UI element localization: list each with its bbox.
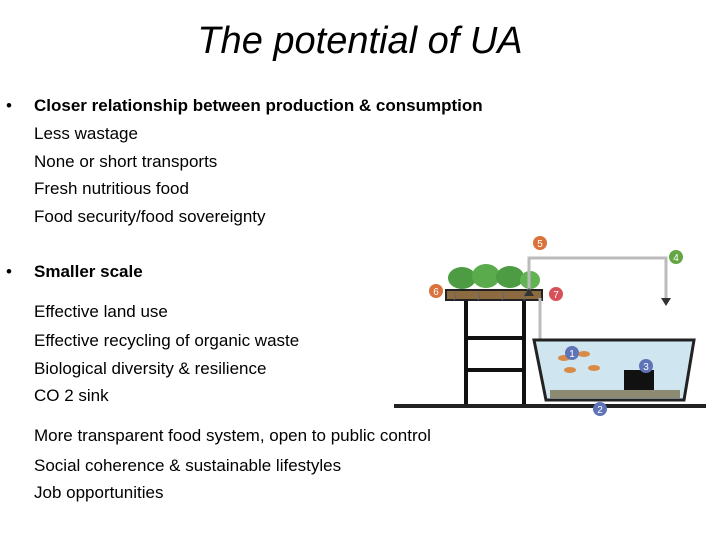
bullet-item: None or short transports xyxy=(34,152,218,171)
pipe-arrows xyxy=(524,288,671,306)
marker-1: 1 xyxy=(565,346,579,360)
slide-title: The potential of UA xyxy=(197,20,523,62)
marker-7: 7 xyxy=(549,287,563,301)
bullet-item: Effective recycling of organic waste xyxy=(34,331,300,350)
bullet-item: More transparent food system, open to pu… xyxy=(34,426,431,445)
bullet-item: Effective land use xyxy=(34,302,168,321)
marker-label: 6 xyxy=(433,287,439,298)
bullet-heading-1: Closer relationship between production &… xyxy=(34,96,483,115)
bullet-marker-1: • xyxy=(6,96,12,115)
marker-2: 2 xyxy=(593,402,607,416)
ground-line xyxy=(394,404,706,408)
marker-label: 2 xyxy=(597,405,603,416)
tank-sediment xyxy=(550,390,680,398)
bullet-item: Job opportunities xyxy=(34,483,164,502)
marker-5: 5 xyxy=(533,236,547,250)
marker-label: 1 xyxy=(569,349,575,360)
aquaponics-diagram: 1 2 3 4 5 6 7 xyxy=(394,236,706,416)
water-pipe xyxy=(527,256,668,340)
roots xyxy=(453,291,526,301)
bullet-item: Food security/food sovereignty xyxy=(34,207,266,226)
bullet-marker-2: • xyxy=(6,262,12,281)
fish xyxy=(558,351,600,373)
grow-bed-stand xyxy=(464,298,526,404)
bullet-item: Less wastage xyxy=(34,124,138,143)
pump xyxy=(624,370,654,390)
bullet-item: Social coherence & sustainable lifestyle… xyxy=(34,456,342,475)
bullet-item: Fresh nutritious food xyxy=(34,179,189,198)
marker-label: 7 xyxy=(553,290,559,301)
bullet-heading-2: Smaller scale xyxy=(34,262,143,281)
marker-3: 3 xyxy=(639,359,653,373)
marker-4: 4 xyxy=(669,250,683,264)
bullet-item: CO 2 sink xyxy=(34,386,109,405)
marker-6: 6 xyxy=(429,284,443,298)
plants xyxy=(448,264,540,289)
bullet-item: Biological diversity & resilience xyxy=(34,359,267,378)
marker-label: 3 xyxy=(643,362,649,373)
grow-bed xyxy=(445,289,543,301)
marker-label: 4 xyxy=(673,253,679,264)
marker-label: 5 xyxy=(537,239,543,250)
